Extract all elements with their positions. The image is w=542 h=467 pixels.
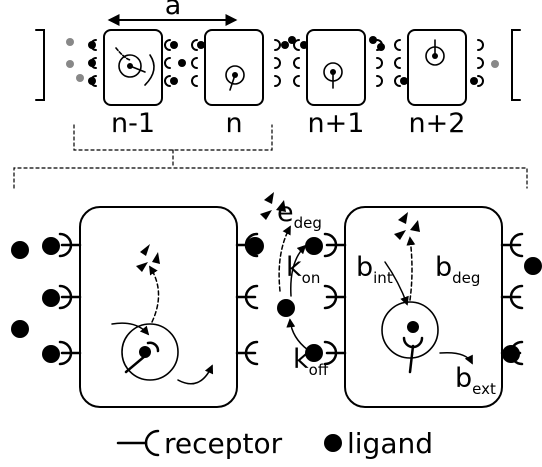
- top-cell-n-plus-2: [407, 29, 467, 106]
- rate-k-on: kon: [286, 252, 320, 287]
- cell-label-n-minus-1: n-1: [111, 108, 155, 139]
- legend-ligand-label: ligand: [347, 427, 433, 460]
- detail-view: edeg kon koff bint bdeg bext: [11, 192, 542, 408]
- top-cell-n: [204, 29, 264, 106]
- ligand-legend-icon: [324, 434, 342, 452]
- top-cell-row: a: [13, 0, 528, 189]
- top-cell-n-minus-1: [103, 29, 163, 106]
- rate-e-deg: edeg: [277, 197, 322, 232]
- cell-label-n-plus-2: n+2: [409, 108, 466, 139]
- rate-b-int: bint: [356, 252, 393, 287]
- degraded-ligand-icons: [136, 192, 420, 272]
- zoom-bracket: [73, 124, 273, 151]
- flow-arrows: [111, 225, 473, 385]
- cell-label-n-plus-1: n+1: [308, 108, 365, 139]
- detail-nuclei: [121, 301, 439, 381]
- detail-cell-left: [79, 206, 238, 408]
- detail-cell-right: [344, 206, 503, 408]
- rate-b-deg: bdeg: [435, 252, 480, 287]
- legend-receptor-label: receptor: [164, 427, 283, 460]
- spacing-label: a: [165, 0, 182, 21]
- faded-cell-left: [35, 29, 45, 101]
- rate-b-ext: bext: [455, 363, 496, 398]
- legend: receptor ligand: [116, 427, 433, 460]
- faded-cell-right: [511, 29, 521, 101]
- ligands: [11, 237, 542, 363]
- top-cell-n-plus-1: [306, 29, 366, 106]
- cell-label-n: n: [225, 108, 242, 139]
- rate-k-off: koff: [293, 344, 329, 379]
